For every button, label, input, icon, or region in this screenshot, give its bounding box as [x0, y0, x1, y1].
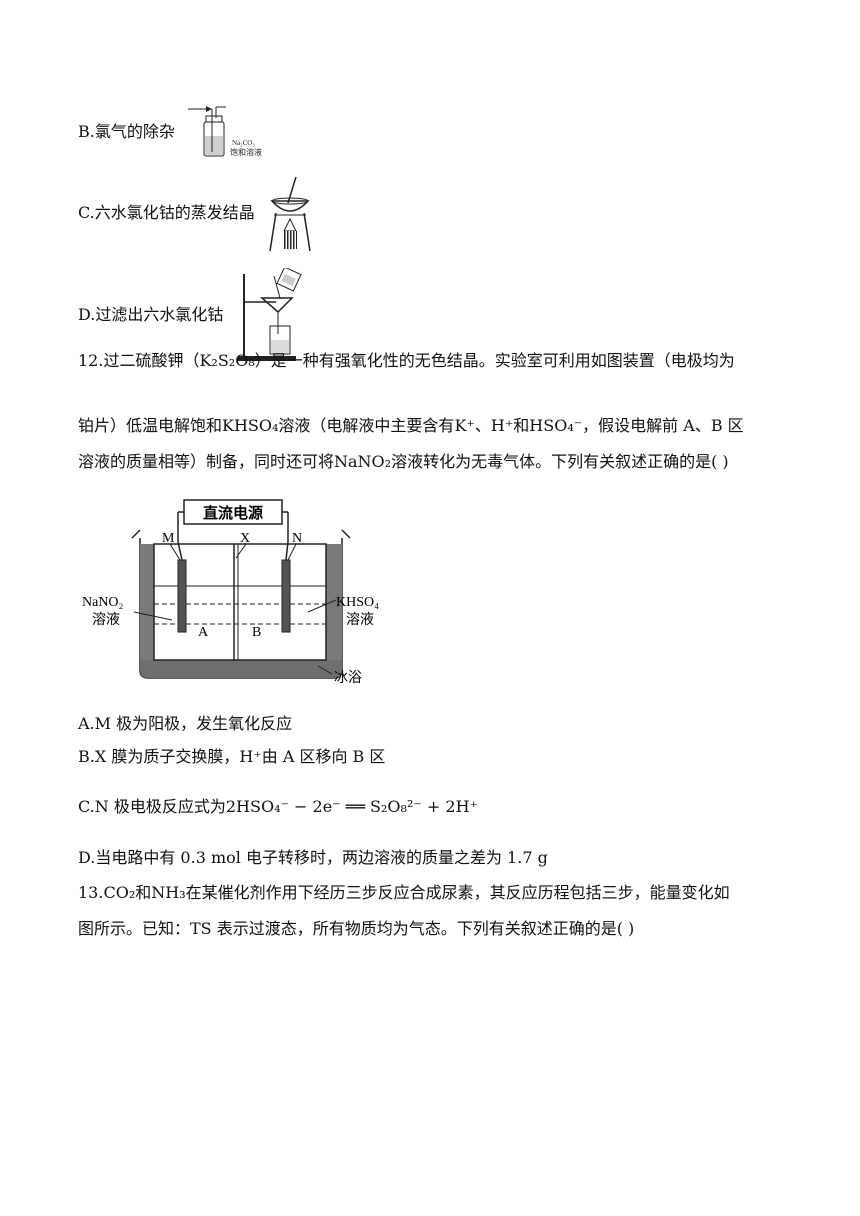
q13-stem-line2: 图所示。已知：TS 表示过渡态，所有物质均为气态。下列有关叙述正确的是( ): [78, 917, 634, 941]
q12-stem-line3: 溶液的质量相等）制备，同时还可将NaNO₂溶液转化为无毒气体。下列有关叙述正确的…: [78, 450, 729, 474]
q13-text-b: 在某催化剂作用下经历三步反应合成尿素，其反应历程包括三步，能量变化如: [185, 883, 730, 902]
ice-bath-label: 冰浴: [334, 670, 362, 686]
q12-option-b-ion: H⁺: [239, 747, 262, 766]
label-N: N: [292, 531, 302, 546]
q13-co2: CO₂: [103, 883, 136, 902]
q13-text-a: 13.: [78, 883, 104, 902]
q12-option-a-text: A.M 极为阳极，发生氧化反应: [78, 714, 293, 733]
option-b-q11: B.氯气的除杂: [78, 120, 175, 144]
q12-stem-line2: 铂片）低温电解饱和KHSO₄溶液（电解液中主要含有K⁺、H⁺和HSO₄⁻，假设电…: [78, 414, 744, 438]
q12-text-d: 溶液（电解液中主要含有: [278, 416, 455, 435]
q12-option-d-text: D.当电路中有 0.3 mol 电子转移时，两边溶液的质量之差为 1.7 g: [78, 848, 548, 867]
q12-khso4: KHSO₄: [222, 416, 279, 435]
q13-text-c: 图所示。已知：TS 表示过渡态，所有物质均为气态。下列有关叙述正确的是( ): [78, 919, 635, 938]
option-d-q12: D.当电路中有 0.3 mol 电子转移时，两边溶液的质量之差为 1.7 g: [78, 846, 548, 870]
q12-option-b-text-b: 由 A 区移向 B 区: [261, 747, 386, 766]
power-label: 直流电源: [203, 504, 263, 522]
q12-text-g: 溶液转化为无毒气体。下列有关叙述正确的是( ): [391, 452, 729, 471]
electrolysis-diagram: 直流电源 M X N NaNO₂ 溶液 KHSO₄ 溶液 A B 冰浴: [82, 499, 379, 686]
label-X: X: [240, 531, 250, 546]
fig-b-label1: Na₂CO₃: [232, 139, 255, 147]
option-c-q11: C.六水氯化钴的蒸发结晶: [78, 201, 255, 225]
q13-and: 和: [135, 883, 152, 902]
left-solution-label2: 溶液: [92, 612, 120, 628]
right-solution-label2: 溶液: [346, 612, 374, 628]
q12-and: 和: [513, 416, 530, 435]
q12-ion-hso4: HSO₄⁻: [529, 416, 583, 435]
option-b-q12: B.X 膜为质子交换膜，H⁺由 A 区移向 B 区: [78, 745, 385, 769]
q12-ion-h: H⁺: [490, 416, 514, 435]
q12-option-b-text-a: B.X 膜为质子交换膜，: [78, 747, 240, 766]
left-solution-label1: NaNO₂: [82, 595, 124, 610]
q12-text-e: ，假设电解前 A、B 区: [582, 416, 744, 435]
zone-B-label: B: [252, 625, 261, 640]
q12-stem-line1: 12.过二硫酸钾（K₂S₂O₈）是一种有强氧化性的无色结晶。实验室可利用如图装置…: [78, 349, 735, 373]
option-a-q12: A.M 极为阳极，发生氧化反应: [78, 712, 292, 736]
filtration-figure: [238, 268, 302, 361]
q12-formula: K₂S₂O₈: [199, 351, 255, 370]
zone-A-label: A: [198, 625, 209, 640]
option-b-text: B.氯气的除杂: [78, 122, 175, 141]
q12-text-f: 溶液的质量相等）制备，同时还可将: [78, 452, 335, 471]
q12-text-a: 12.过二硫酸钾（: [78, 351, 200, 370]
option-d-q11: D.过滤出六水氯化钴: [78, 303, 223, 327]
q12-text-c: 铂片）低温电解饱和: [78, 416, 223, 435]
option-d-text: D.过滤出六水氯化钴: [78, 305, 224, 324]
q13-nh3: NH₃: [151, 883, 186, 902]
q12-option-c-equation: 2HSO₄⁻ − 2e⁻ ══ S₂O₈²⁻ + 2H⁺: [225, 797, 478, 816]
q12-ion-k: K⁺: [454, 416, 475, 435]
fig-b-label2: 饱和溶液: [230, 147, 262, 157]
right-solution-label1: KHSO₄: [336, 595, 379, 610]
q12-option-c-text: C.N 极电极反应式为: [78, 797, 226, 816]
q12-sep: 、: [474, 416, 491, 435]
option-c-text: C.六水氯化钴的蒸发结晶: [78, 203, 255, 222]
q12-nano2: NaNO₂: [334, 452, 392, 471]
q12-text-b: ）是一种有强氧化性的无色结晶。实验室可利用如图装置（电极均为: [254, 351, 735, 370]
evaporating-dish-figure: [269, 176, 311, 252]
label-M: M: [162, 531, 175, 546]
option-c-q12: C.N 极电极反应式为2HSO₄⁻ − 2e⁻ ══ S₂O₈²⁻ + 2H⁺: [78, 795, 478, 819]
q13-stem-line1: 13.CO₂和NH₃在某催化剂作用下经历三步反应合成尿素，其反应历程包括三步，能…: [78, 881, 730, 905]
gas-washing-bottle-figure: Na₂CO₃ 饱和溶液: [188, 106, 262, 157]
